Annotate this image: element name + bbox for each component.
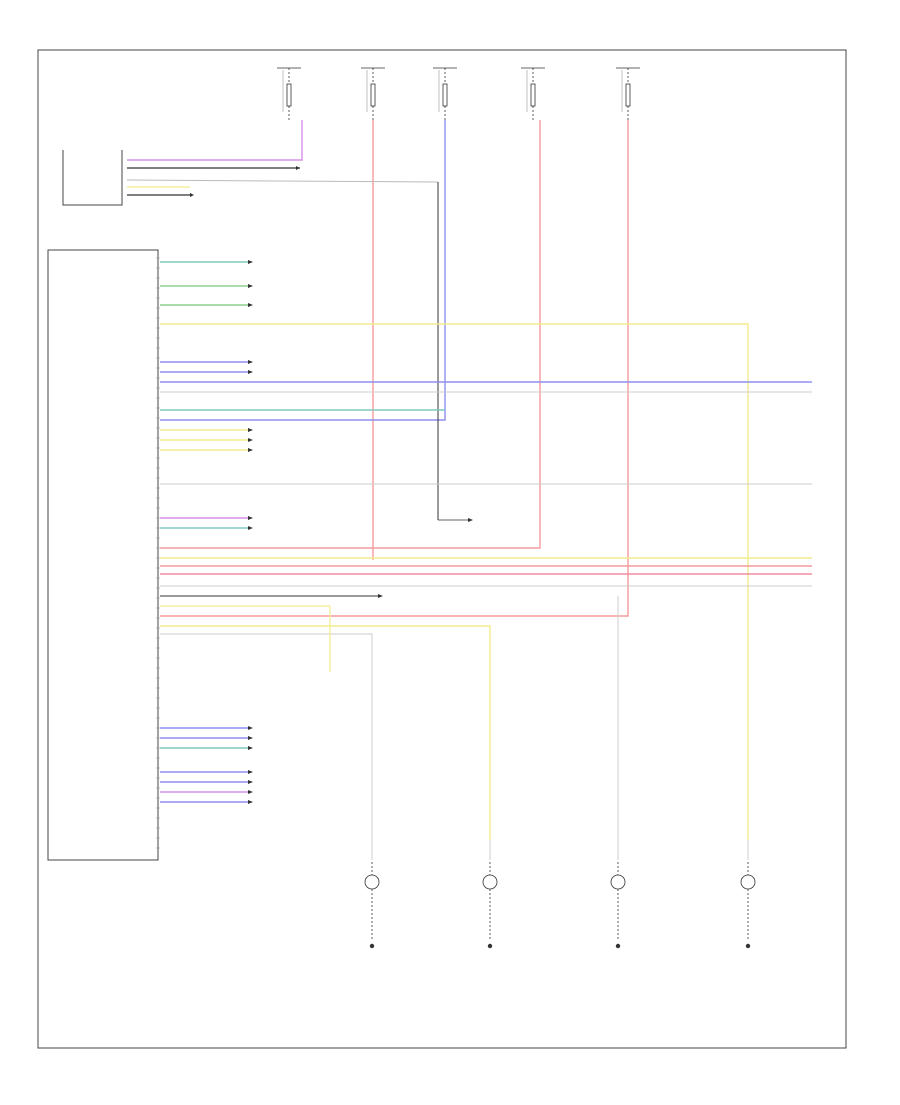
wire-arrow xyxy=(248,284,253,288)
wire-arrow xyxy=(248,370,253,374)
wire-arrow xyxy=(248,303,253,307)
wire-arrow xyxy=(248,746,253,750)
wire-arrow xyxy=(468,518,473,522)
bulb-symbol xyxy=(482,874,498,890)
wire-arrow xyxy=(248,790,253,794)
wire-arrow xyxy=(378,594,383,598)
wire-gray-to-bulb xyxy=(160,633,373,840)
pin-group xyxy=(156,257,160,849)
fuse-symbol xyxy=(442,83,448,107)
wire-arrow xyxy=(248,526,253,530)
ground-point xyxy=(615,943,621,949)
wire-blue-feed xyxy=(160,120,446,421)
wire-arrow xyxy=(248,428,253,432)
wire-red-feed-2 xyxy=(160,120,541,549)
body-control-module-box xyxy=(47,249,159,861)
top-left-module-outline xyxy=(62,150,123,206)
wire-arrow xyxy=(190,193,194,197)
fuse-group xyxy=(277,67,640,120)
ground-point xyxy=(369,943,375,949)
bulb-symbol xyxy=(610,874,626,890)
bulb-symbol xyxy=(740,874,756,890)
wire-red-feed-3 xyxy=(160,120,629,617)
ground-point xyxy=(487,943,493,949)
wire-arrow xyxy=(248,360,253,364)
bulb-group xyxy=(364,840,756,949)
wire-gray xyxy=(126,179,439,183)
wire-yellow-long xyxy=(160,323,749,840)
fuse-symbol xyxy=(370,83,376,107)
fuse-symbol xyxy=(530,83,536,107)
wire-arrow xyxy=(248,260,253,264)
wire-arrow xyxy=(248,438,253,442)
wire-group xyxy=(126,120,812,840)
wire-violet-feed xyxy=(127,120,303,161)
wire-arrow xyxy=(248,448,253,452)
fuse-symbol xyxy=(286,83,292,107)
wire-arrow xyxy=(248,770,253,774)
wire-arrow xyxy=(296,166,300,170)
wire-arrow xyxy=(248,800,253,804)
wire-arrow xyxy=(248,736,253,740)
wire-yellow-to-bulb xyxy=(160,625,491,840)
page-border xyxy=(37,49,847,1049)
wire-arrow xyxy=(248,780,253,784)
bulb-symbol xyxy=(364,874,380,890)
wire-arrow xyxy=(248,516,253,520)
ground-point xyxy=(745,943,751,949)
fuse-symbol xyxy=(625,83,631,107)
wire-arrow xyxy=(248,726,253,730)
